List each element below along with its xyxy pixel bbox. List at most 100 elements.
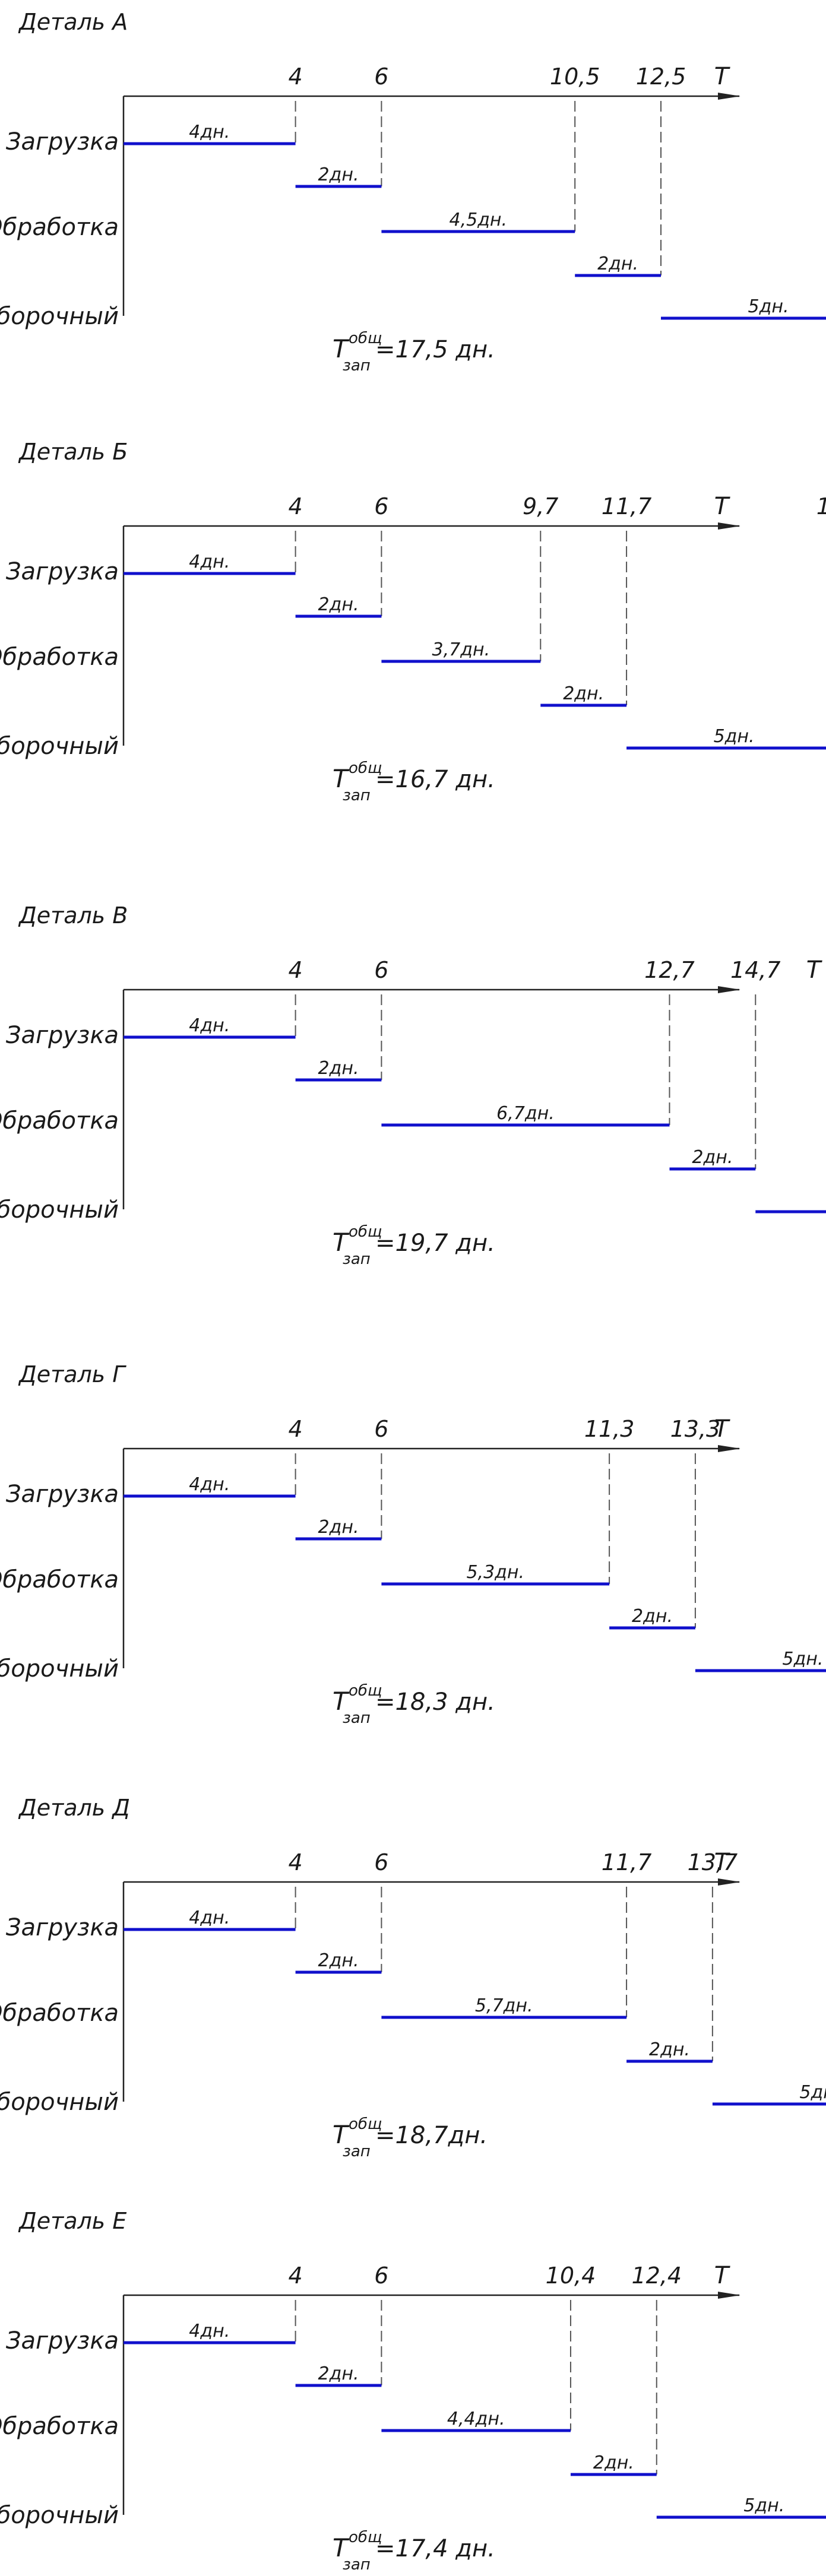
task-duration-label: 4дн.	[189, 1474, 230, 1495]
stage-label: Обработка	[0, 1566, 119, 1593]
total-value: =18,7дн.	[375, 2122, 488, 2149]
task-duration-label: 5дн.	[743, 2495, 784, 2516]
stage-label: Обработка	[0, 1107, 119, 1135]
time-tick-label: 10,5	[550, 64, 600, 90]
time-tick-label: 11,3	[584, 1416, 635, 1442]
total-superscript: общ	[349, 759, 382, 777]
stage-label: Загрузка	[6, 1022, 119, 1049]
task-duration-label: 5,3дн.	[466, 1562, 524, 1583]
task-duration-label: 3,7дн.	[432, 639, 490, 660]
time-tick-label: 6	[374, 957, 388, 983]
stage-label: Сборочный	[0, 733, 119, 760]
stage-label: Загрузка	[6, 128, 119, 156]
total-value: =18,3 дн.	[375, 1688, 495, 1716]
time-tick-label: 4	[289, 957, 303, 983]
time-tick-label: 6	[374, 1849, 388, 1875]
task-duration-label: 2дн.	[597, 254, 638, 274]
task-duration-label: 2дн.	[318, 164, 359, 185]
stage-label: Загрузка	[6, 1914, 119, 1941]
task-duration-label: 5,7дн.	[475, 1995, 533, 2016]
stage-label: Обработка	[0, 2413, 119, 2440]
time-axis-label: T	[714, 63, 731, 90]
chart-title: Деталь А	[18, 9, 128, 35]
time-tick-label: 4	[289, 1849, 303, 1875]
task-duration-label: 2дн.	[318, 1950, 359, 1971]
chart-title: Деталь Б	[18, 439, 128, 465]
total-symbol: T	[333, 334, 350, 363]
total-superscript: общ	[349, 1682, 382, 1700]
time-tick-label: 4	[289, 1416, 303, 1442]
time-tick-label: 4	[289, 2263, 303, 2289]
time-tick-label: 6	[374, 64, 388, 90]
task-duration-label: 5дн.	[799, 2082, 826, 2103]
time-tick-label: 11,7	[602, 493, 652, 519]
stage-label: Обработка	[0, 214, 119, 241]
task-duration-label: 5дн.	[782, 1649, 823, 1669]
total-subscript: зап	[343, 787, 371, 804]
total-value: =17,5 дн.	[375, 336, 495, 363]
time-axis-label: T	[714, 1849, 731, 1876]
chart-title: Деталь В	[18, 902, 128, 929]
total-symbol: T	[333, 2120, 350, 2149]
time-axis-arrow	[718, 93, 740, 100]
task-duration-label: 2дн.	[318, 594, 359, 615]
time-axis-arrow	[718, 986, 740, 993]
stage-label: Обработка	[0, 2000, 119, 2027]
total-subscript: зап	[343, 1709, 371, 1727]
total-superscript: общ	[349, 1223, 382, 1241]
time-axis-arrow	[718, 2292, 740, 2299]
total-value: =16,7 дн.	[375, 766, 495, 793]
total-subscript: зап	[343, 2143, 371, 2160]
stage-label: Загрузка	[6, 2327, 119, 2355]
gantt-chart: Деталь ЕTЗагрузкаОбработкаСборочный4дн.2…	[0, 2208, 826, 2574]
time-tick-label: 14,7	[730, 957, 781, 983]
time-tick-label: 6	[374, 493, 388, 519]
total-symbol: T	[333, 1687, 350, 1716]
stage-label: Загрузка	[6, 558, 119, 585]
time-tick-label: 4	[289, 493, 303, 519]
task-duration-label: 4дн.	[189, 1015, 230, 1036]
total-value: =17,4 дн.	[375, 2535, 495, 2562]
stage-label: Загрузка	[6, 1481, 119, 1508]
time-tick-label: 16,7	[816, 493, 826, 519]
task-duration-label: 4дн.	[189, 2321, 230, 2341]
time-tick-label: 9,7	[523, 493, 558, 519]
time-axis-label: T	[714, 2262, 731, 2289]
time-tick-label: 6	[374, 2263, 388, 2289]
task-duration-label: 4,4дн.	[447, 2409, 505, 2429]
total-superscript: общ	[349, 2529, 382, 2546]
gantt-chart: Деталь БTЗагрузкаОбработкаСборочный4дн.2…	[0, 439, 826, 804]
task-duration-label: 4,5дн.	[449, 210, 507, 230]
task-duration-label: 2дн.	[318, 2363, 359, 2384]
time-tick-label: 4	[289, 64, 303, 90]
task-duration-label: 2дн.	[649, 2039, 690, 2060]
gantt-chart: Деталь ДTЗагрузкаОбработкаСборочный4дн.2…	[0, 1795, 826, 2160]
time-axis-label: T	[714, 493, 731, 520]
stage-label: Сборочный	[0, 2089, 119, 2116]
time-tick-label: 6	[374, 1416, 388, 1442]
gantt-chart: Деталь ВTЗагрузкаОбработкаСборочный4дн.2…	[0, 902, 826, 1268]
stage-label: Обработка	[0, 644, 119, 671]
gantt-chart: Деталь ГTЗагрузкаОбработкаСборочный4дн.2…	[0, 1361, 826, 1727]
time-tick-label: 13,3	[670, 1416, 721, 1442]
time-axis-label: T	[806, 956, 823, 984]
task-duration-label: 2дн.	[593, 2453, 634, 2473]
total-symbol: T	[333, 764, 350, 793]
total-symbol: T	[333, 1228, 350, 1257]
time-tick-label: 11,7	[602, 1849, 652, 1875]
task-duration-label: 2дн.	[318, 1517, 359, 1538]
task-duration-label: 5дн.	[748, 296, 789, 317]
time-tick-label: 10,4	[546, 2263, 596, 2289]
time-tick-label: 12,5	[636, 64, 686, 90]
task-duration-label: 4дн.	[189, 122, 230, 142]
time-axis-label: T	[714, 1415, 731, 1443]
total-symbol: T	[333, 2533, 350, 2562]
task-duration-label: 2дн.	[318, 1058, 359, 1079]
stage-label: Сборочный	[0, 2502, 119, 2529]
time-tick-label: 13,7	[688, 1849, 738, 1875]
time-tick-label: 12,4	[631, 2263, 682, 2289]
task-duration-label: 4дн.	[189, 1908, 230, 1928]
task-duration-label: 5дн.	[714, 726, 755, 747]
